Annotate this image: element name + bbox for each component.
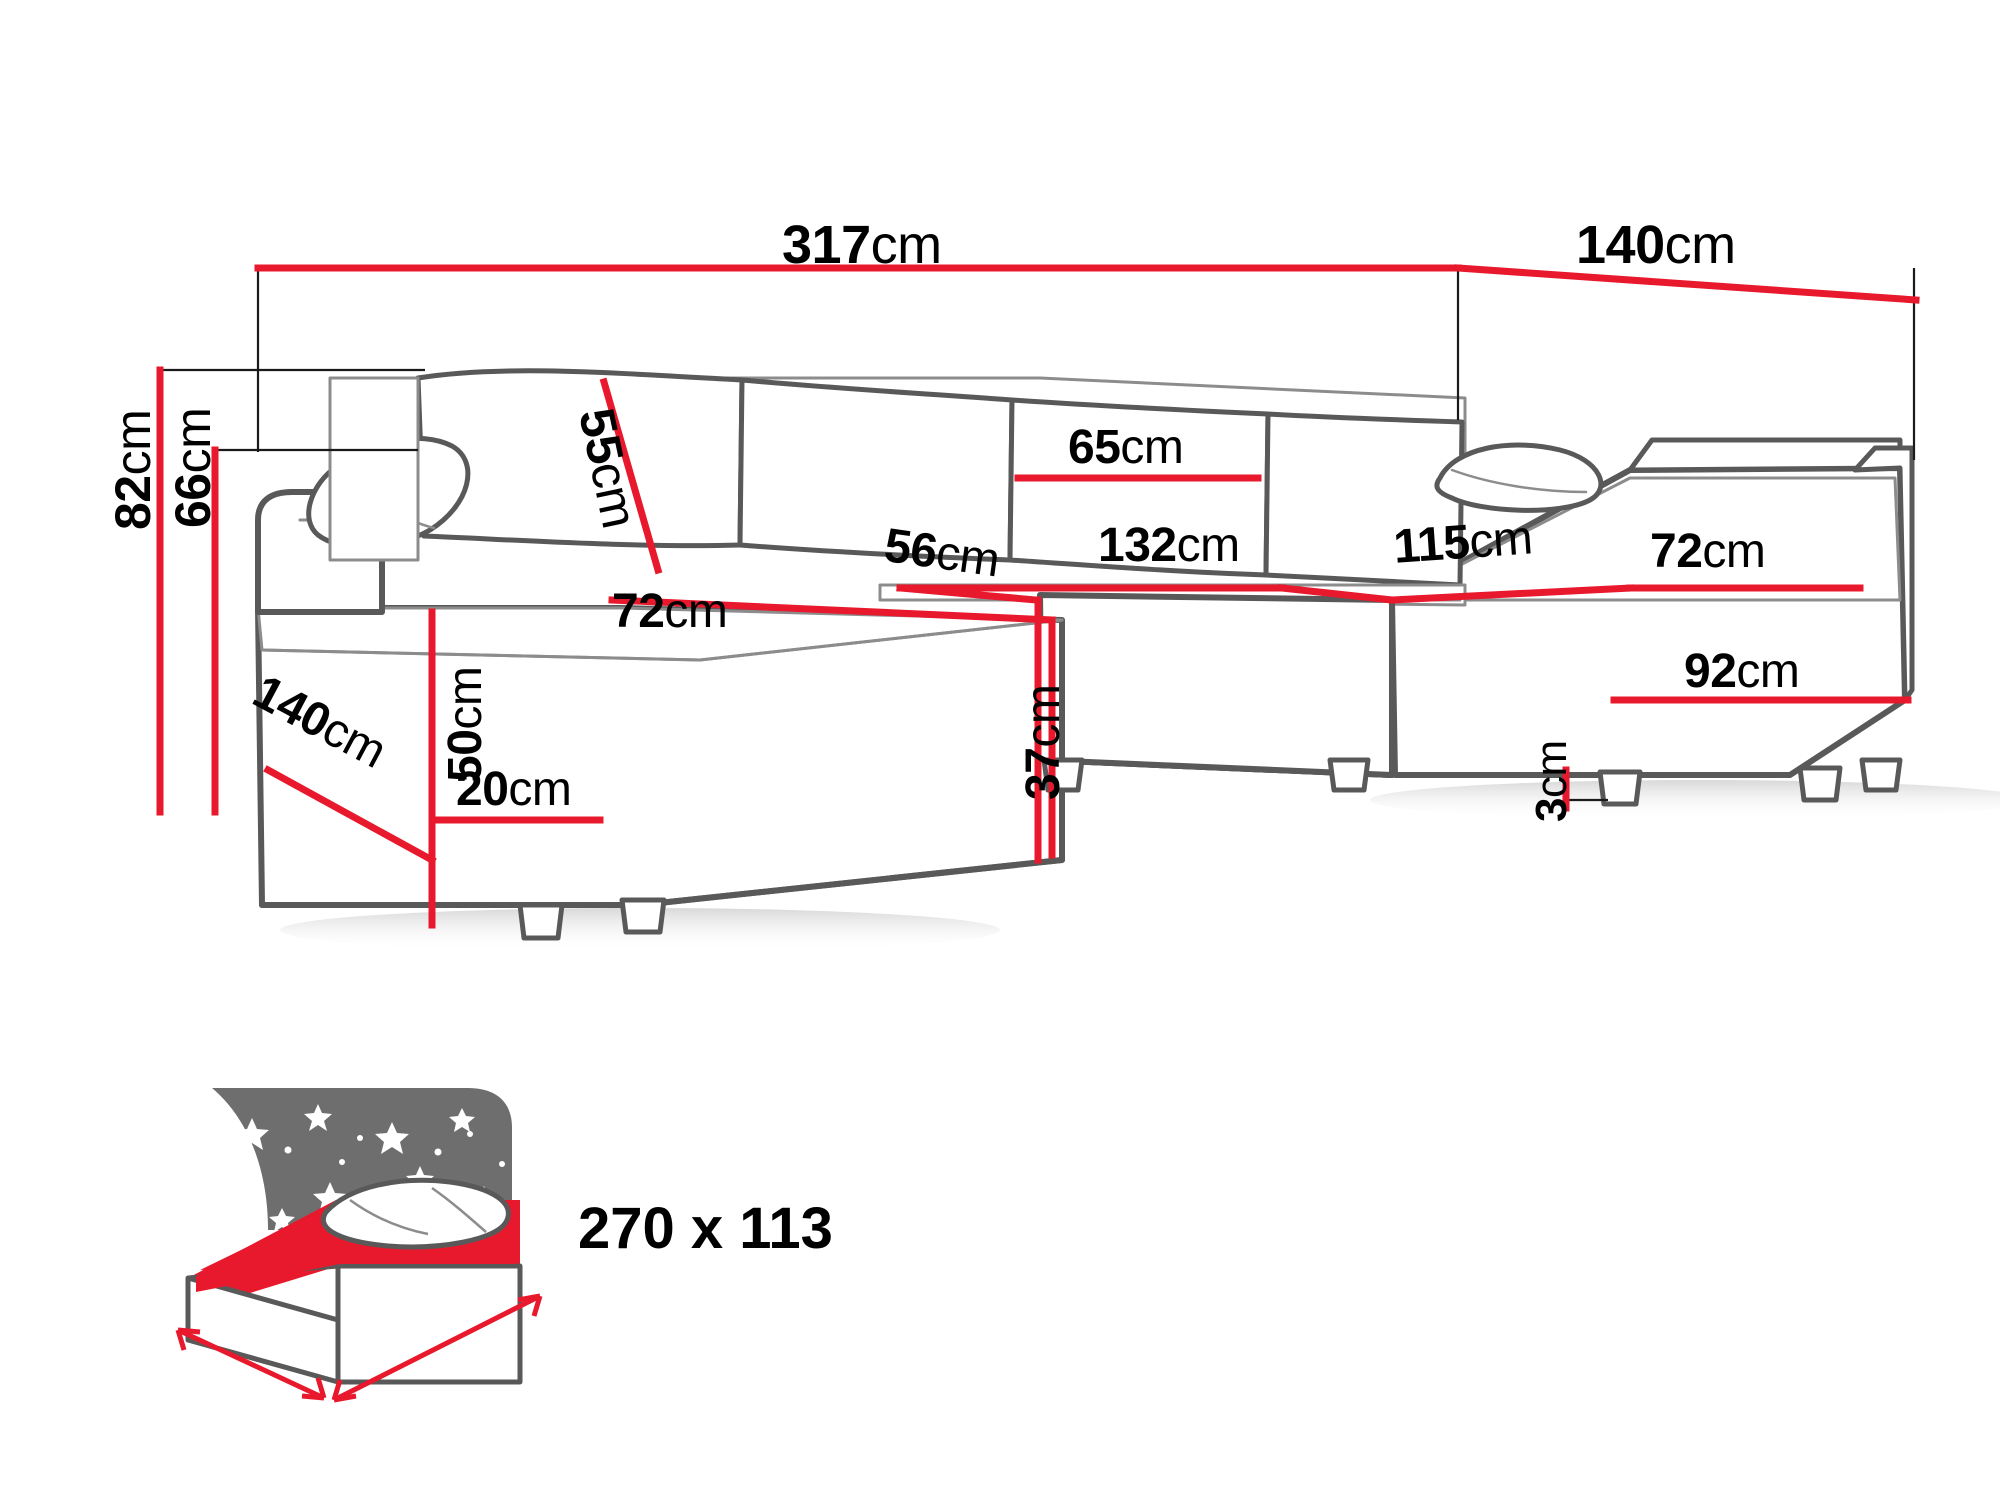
dimension-label-cushion-back-height: 65cm (1068, 421, 1184, 474)
dimline-115 (1278, 584, 1396, 604)
dimension-lines (156, 264, 1920, 929)
mattress-dim-depth-arrow-a (175, 1327, 201, 1351)
right-pillow (1434, 442, 1604, 513)
pillow-crease-1 (349, 1198, 429, 1236)
foot-4 (1327, 757, 1371, 793)
dimline-115b (1388, 584, 1634, 604)
dimline-72-left (608, 596, 1056, 624)
mattress-dim-depth-arrow-b (301, 1377, 327, 1401)
dimline-140-left (263, 765, 437, 865)
foot-5 (1597, 769, 1643, 807)
foot-1 (517, 902, 565, 941)
dimension-label-seat-depth-left: 72cm (612, 585, 728, 638)
dimension-label-right-base-width: 92cm (1684, 645, 1800, 698)
floor-shadow-right (1370, 780, 2000, 820)
mattress-bed-icon (175, 1088, 543, 1403)
back-cushion-group (415, 368, 1465, 588)
mattress-body-right (335, 1263, 523, 1385)
mattress-dim-width-arrow-b (517, 1293, 543, 1317)
pillow (321, 1177, 511, 1250)
dimension-label-right-seat-depth: 72cm (1650, 525, 1766, 578)
right-chaise-arm (1852, 445, 1915, 703)
dimension-label-arm-width: 20cm (456, 763, 572, 816)
mattress-dim-width (332, 1293, 542, 1403)
dimension-label-total-width: 317cm (782, 215, 942, 275)
folded-sheet (212, 1088, 268, 1230)
mattress-body (185, 1275, 341, 1385)
left-chaise-front-edge (260, 618, 1064, 662)
right-pillow-fold (1450, 468, 1588, 494)
foot-7 (1859, 757, 1903, 793)
foot-2 (619, 897, 667, 935)
left-back-slab (328, 376, 420, 562)
foot-6 (1797, 765, 1843, 803)
sleeping-area-label: 270 x 113 (578, 1196, 833, 1261)
dimension-label-right-depth: 140cm (1576, 215, 1736, 275)
sofa-feet (517, 757, 1903, 941)
pillow-crease-2 (431, 1186, 487, 1233)
dimension-label-main-seat-width: 132cm (1098, 519, 1240, 572)
mattress-dim-width-arrow-a (331, 1379, 357, 1403)
mattress-dimension-arrows (175, 1293, 543, 1403)
mattress-dim-depth (176, 1327, 326, 1401)
right-chaise-back (1627, 437, 1903, 473)
dimline-140-top (1454, 264, 1920, 304)
dimline-55 (599, 377, 663, 575)
